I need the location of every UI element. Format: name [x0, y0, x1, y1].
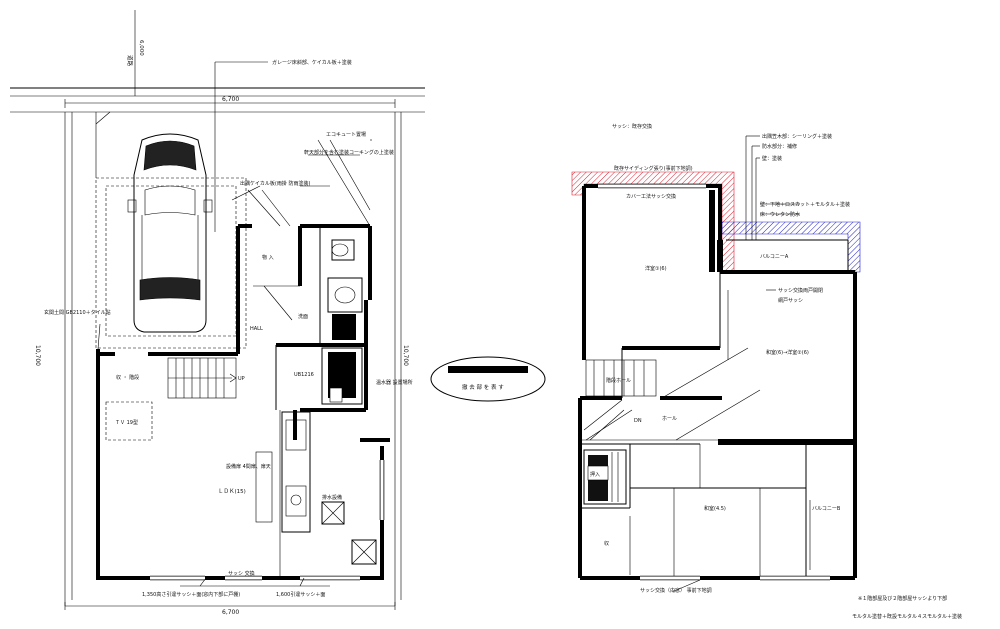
- note2-balcony4: 壁：下地＋ロスカット＋モルタル＋塗装: [760, 201, 850, 208]
- tv-area: [105, 401, 153, 441]
- drain-icon: [321, 501, 377, 565]
- dim-bottom-label: 6,700: [222, 609, 239, 616]
- floor1-stairs: UP: [167, 357, 245, 399]
- floor1-walls: [96, 224, 390, 581]
- room-tv: ＴＶ 19型: [115, 419, 138, 426]
- stairs-up-label: UP: [238, 376, 245, 382]
- toilet-icon: [331, 239, 355, 261]
- road-label: 道路: [126, 55, 134, 67]
- note-kitchen: 設備扉 4間扉、扉天: [226, 463, 271, 470]
- room-stair-storage: 収 ・ 階段: [116, 374, 139, 381]
- note2-balcony1: 出隅笠木部：シーリング＋塗装: [762, 133, 832, 140]
- room-storage: 物 入: [262, 254, 274, 261]
- bottom-dimension: 6,700: [64, 602, 396, 616]
- sink-icon: [327, 277, 363, 340]
- note2-sash-side: サッシ交換両戸開閉: [778, 287, 823, 294]
- room2-japanese: 和室(4.5): [704, 505, 726, 512]
- top-dimension: 6,700: [64, 96, 396, 108]
- legend: 撤 去 部 を 表 す: [430, 356, 546, 402]
- note2-balcony3: 壁：塗装: [762, 155, 782, 162]
- right-dimension: 10,700: [394, 112, 409, 606]
- note-drain: 排水設備: [322, 494, 342, 501]
- room-hall: HALL: [250, 326, 263, 332]
- room2-a: 洋室①(6): [645, 265, 667, 272]
- floor1-leaders: [97, 61, 372, 587]
- road: 道路 6,000: [10, 10, 425, 113]
- legend-text: 撤 去 部 を 表 す: [462, 383, 504, 391]
- room-ldk: ＬＤＫ(15): [218, 488, 246, 495]
- room2-storage: 収: [604, 540, 609, 547]
- note2-sash-top: サッシ：既存交換: [612, 123, 652, 130]
- room2-closet: 押入: [590, 471, 600, 478]
- note2-balcony5: 床：ウレタン防水: [760, 211, 800, 218]
- floor2-walls: [578, 183, 857, 581]
- note-exterior-unit: エコキュート置場: [326, 131, 366, 138]
- room2-balcony-a: バルコニーA: [760, 254, 789, 260]
- note2-footnote2: モルタル塗替＋既設モルタル４スモルタル＋塗装: [852, 613, 962, 620]
- kitchen-counter: [255, 411, 311, 533]
- note-water-heater: 温水器 設置場所: [376, 379, 413, 386]
- stairs-dn-label: DN: [634, 418, 642, 424]
- bath-unit: [321, 347, 363, 405]
- left-dimension: 10,700: [34, 112, 73, 606]
- room-washroom: 洗面: [298, 313, 308, 320]
- note2-footnote1: ※１階部屋及び２階部屋サッシより下部: [858, 595, 947, 602]
- dim-left-label: 10,700: [34, 345, 41, 366]
- note-corner-board: 出隅ケイカル板(雨掛 防雨塗装): [240, 180, 310, 187]
- note-bottom-sash1: 1,350高さ引違サッシ＋面(窓内下部に戸棚): [142, 591, 240, 598]
- room2-stair-hall: 階段ホール: [606, 377, 631, 384]
- note2-sash-side2: 網戸サッシ: [778, 297, 803, 304]
- note2-siding: 既存サイディング張り(事前下地調): [614, 165, 693, 172]
- removal-hatch-blue: [721, 221, 861, 273]
- note-sash: サッシ 交換: [228, 570, 255, 577]
- room2-hall: ホール: [662, 416, 677, 422]
- car-icon: [127, 133, 213, 333]
- note-garage-floor: ガレージ床斜部、ケイカル板＋塗装: [272, 59, 352, 66]
- note-soffit: 軒天部分を含む塗装コーキングの上塗装: [304, 149, 394, 156]
- note-bottom-sash2: 1,600引違サッシ＋面: [276, 591, 325, 598]
- floor2-diagonals: [585, 290, 811, 575]
- hall-lines: [247, 139, 371, 321]
- note2-top-sash: カバー工法サッシ交換: [626, 193, 676, 200]
- room2-b: 和室(6)→洋室②(6): [766, 349, 809, 356]
- floor2-stairs: DN: [583, 359, 657, 441]
- room-ub: UB1216: [294, 372, 314, 378]
- note2-bottom: サッシ交換（内窓） 事前下地調: [640, 587, 712, 594]
- closet: [583, 449, 627, 505]
- floor2-leaders: [671, 135, 800, 593]
- note-porch: 玄関土間 GB2110＋タイル貼: [44, 309, 111, 316]
- note2-balcony2: 防水部分：補修: [762, 143, 797, 150]
- dim-top-label: 6,700: [222, 96, 239, 103]
- room2-balcony-b: バルコニーB: [812, 506, 841, 512]
- road-width: 6,000: [138, 40, 144, 56]
- dim-right-label: 10,700: [402, 345, 409, 366]
